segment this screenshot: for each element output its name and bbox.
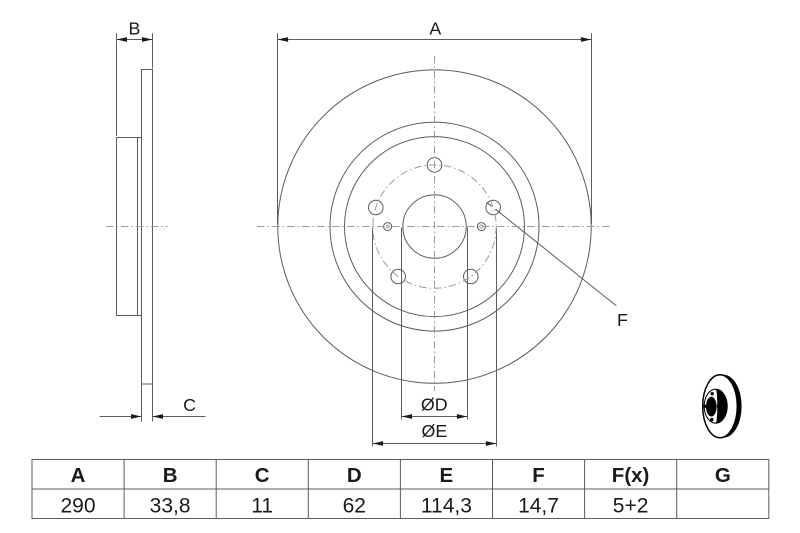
svg-text:ØD: ØD [421, 395, 448, 415]
svg-text:114,3: 114,3 [421, 494, 472, 517]
svg-text:B: B [163, 464, 178, 487]
svg-text:14,7: 14,7 [518, 494, 559, 517]
svg-text:F: F [532, 464, 545, 487]
svg-text:C: C [255, 464, 270, 487]
svg-text:33,8: 33,8 [150, 494, 191, 517]
svg-text:C: C [183, 395, 196, 415]
svg-text:F: F [617, 310, 628, 330]
svg-text:E: E [440, 464, 454, 487]
svg-text:F(x): F(x) [612, 464, 650, 487]
svg-text:G: G [715, 464, 731, 487]
svg-text:ØE: ØE [422, 421, 448, 441]
svg-text:A: A [429, 19, 441, 39]
svg-text:62: 62 [343, 494, 366, 517]
svg-text:5+2: 5+2 [613, 494, 649, 517]
svg-text:B: B [128, 18, 140, 38]
svg-text:11: 11 [251, 494, 273, 517]
svg-text:D: D [347, 464, 362, 487]
svg-text:A: A [71, 464, 86, 487]
svg-text:290: 290 [60, 494, 95, 517]
